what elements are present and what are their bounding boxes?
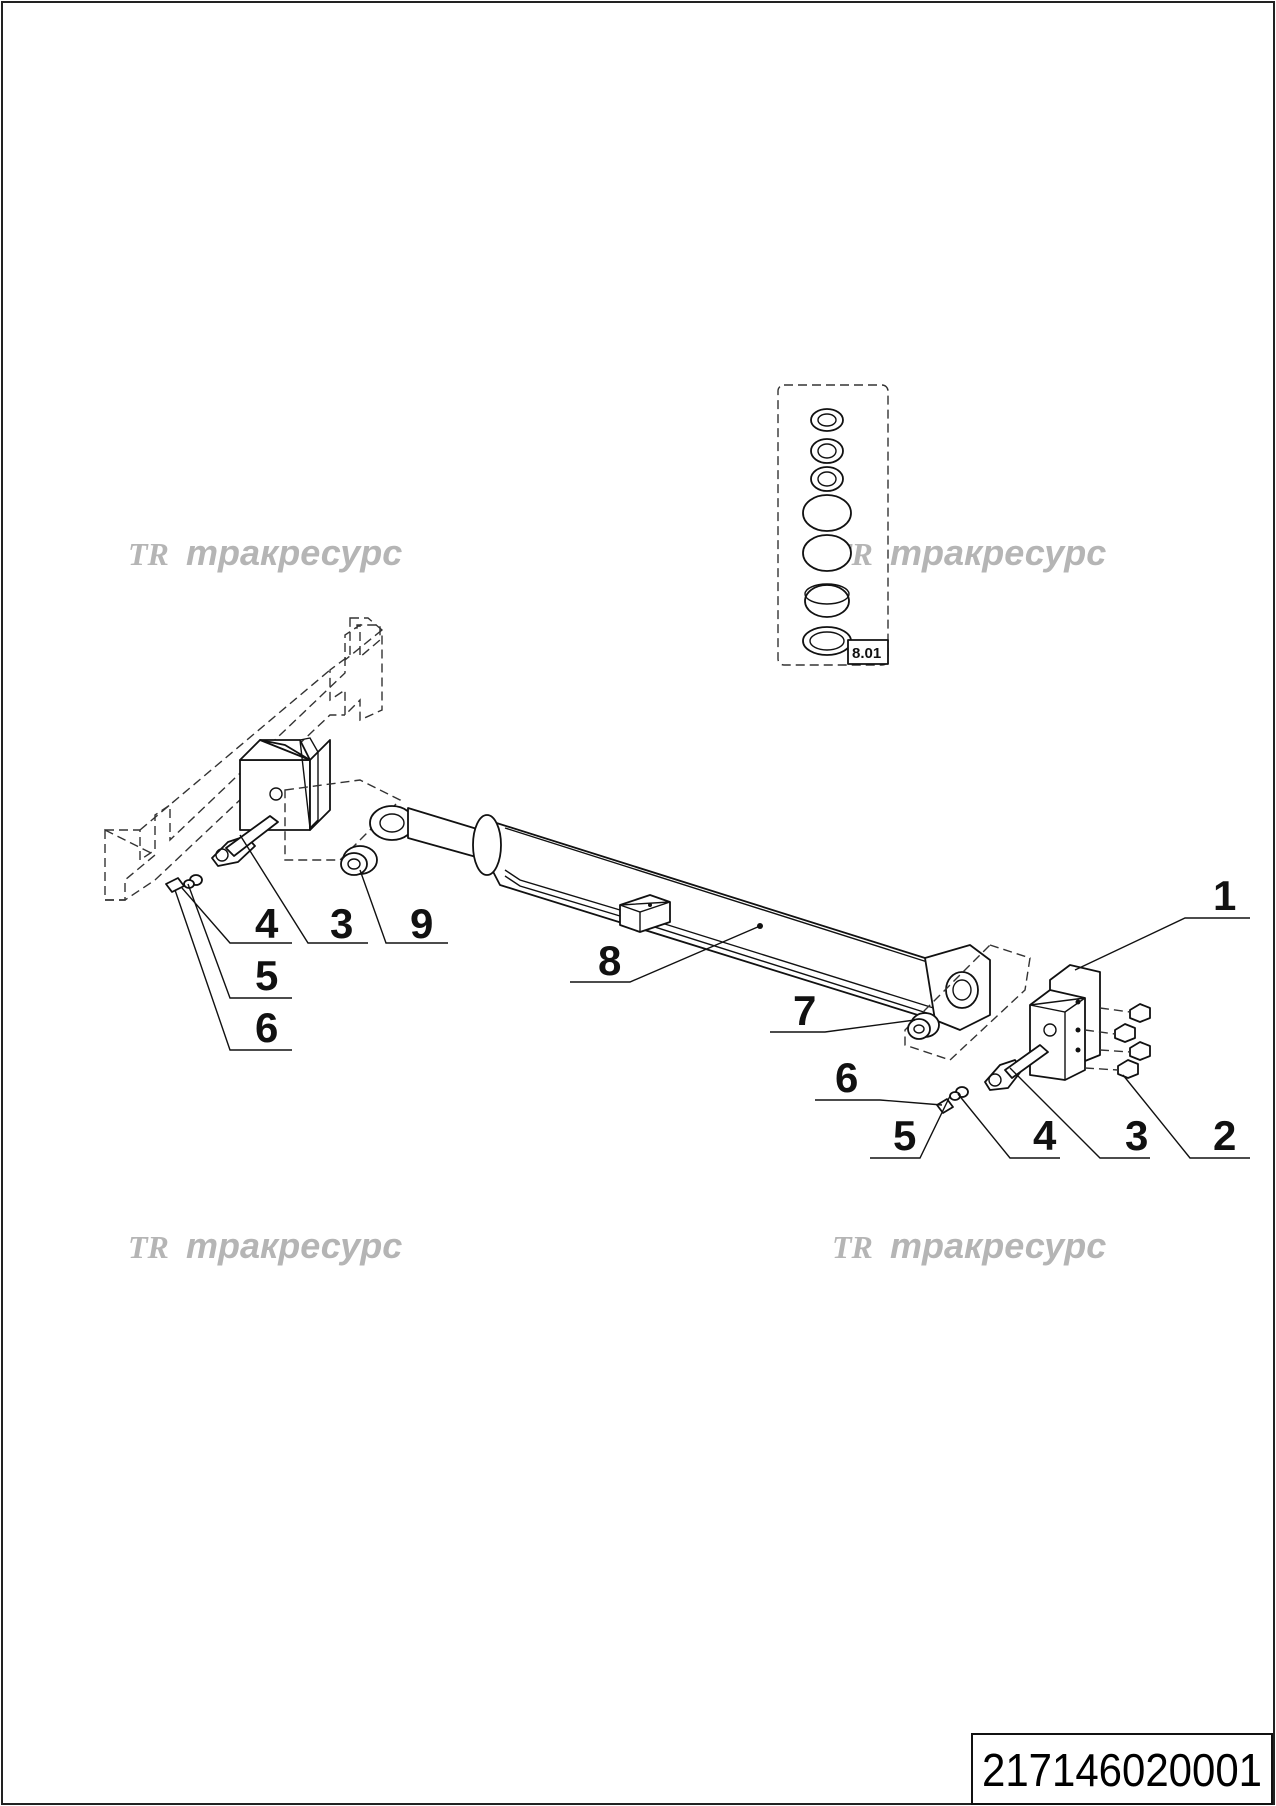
callout-4-right: 4 [1033, 1112, 1057, 1159]
callout-4-left: 4 [255, 900, 279, 947]
callouts-left: 4 3 9 5 6 [255, 900, 433, 1051]
callout-6-right: 6 [835, 1054, 858, 1101]
seal-kit-box: 8.01 [777, 384, 889, 666]
watermark-text: тракресурс [186, 1225, 402, 1266]
drawing-code-box: 217146020001 [971, 1733, 1273, 1805]
callout-7: 7 [793, 987, 816, 1034]
callout-5-right: 5 [893, 1112, 916, 1159]
kit-tag-box [847, 639, 889, 665]
bracket-bolts [1084, 1003, 1151, 1079]
watermark-logo: TR [128, 1229, 169, 1265]
watermark-logo: TR [128, 536, 169, 572]
kit-tag: 8.01 [852, 645, 881, 662]
drawing-code: 217146020001 [982, 1744, 1262, 1796]
left-pin-assembly [165, 815, 279, 893]
callout-9-left: 9 [410, 900, 433, 947]
watermark-bottom-right: TR тракресурс [832, 1225, 1106, 1266]
callout-2-right: 2 [1213, 1112, 1236, 1159]
left-bushing [340, 845, 378, 876]
callout-1-right: 1 [1213, 872, 1236, 919]
callouts-center: 8 7 [598, 937, 816, 1034]
leader-lines [174, 834, 1250, 1159]
callout-3-left: 3 [330, 900, 353, 947]
hydraulic-cylinder [369, 805, 1031, 1061]
watermark-bottom-left: TR тракресурс [128, 1225, 402, 1266]
callout-6-left: 6 [255, 1004, 278, 1051]
right-pin-assembly [936, 1044, 1049, 1114]
watermark-text: тракресурс [890, 1225, 1106, 1266]
left-frame-mount [104, 617, 402, 901]
callout-5-left: 5 [255, 952, 278, 999]
watermark-text: тракресурс [890, 532, 1106, 573]
callout-8: 8 [598, 937, 621, 984]
right-bracket [1029, 964, 1101, 1081]
watermark-text: тракресурс [186, 532, 402, 573]
watermark-top-right: TR тракресурс [832, 532, 1106, 573]
callouts-right: 1 6 5 4 3 2 [835, 872, 1236, 1159]
watermark-top-left: TR тракресурс [128, 532, 402, 573]
callout-3-right: 3 [1125, 1112, 1148, 1159]
watermark-logo: TR [832, 1229, 873, 1265]
